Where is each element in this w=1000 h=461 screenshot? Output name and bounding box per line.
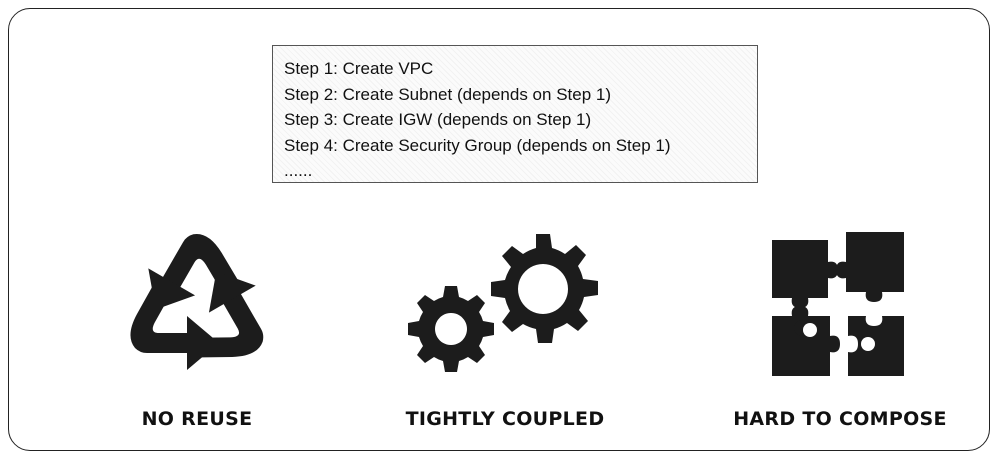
steps-box: Step 1: Create VPC Step 2: Create Subnet… (272, 45, 758, 183)
puzzle-icon (772, 232, 904, 376)
step-line: Step 1: Create VPC (284, 59, 434, 78)
step-line: Step 4: Create Security Group (depends o… (284, 135, 671, 155)
caption-tightly-coupled: TIGHTLY COUPLED (405, 408, 605, 430)
caption-hard-to-compose: HARD TO COMPOSE (733, 408, 947, 430)
step-line: Step 3: Create IGW (depends on Step 1) (284, 110, 592, 129)
step-line: Step 2: Create Subnet (depends on Step 1… (284, 84, 612, 104)
caption-no-reuse: NO REUSE (141, 408, 253, 430)
gears-icon (408, 234, 598, 372)
recycle-icon (130, 228, 282, 380)
step-line: ...... (284, 161, 313, 180)
